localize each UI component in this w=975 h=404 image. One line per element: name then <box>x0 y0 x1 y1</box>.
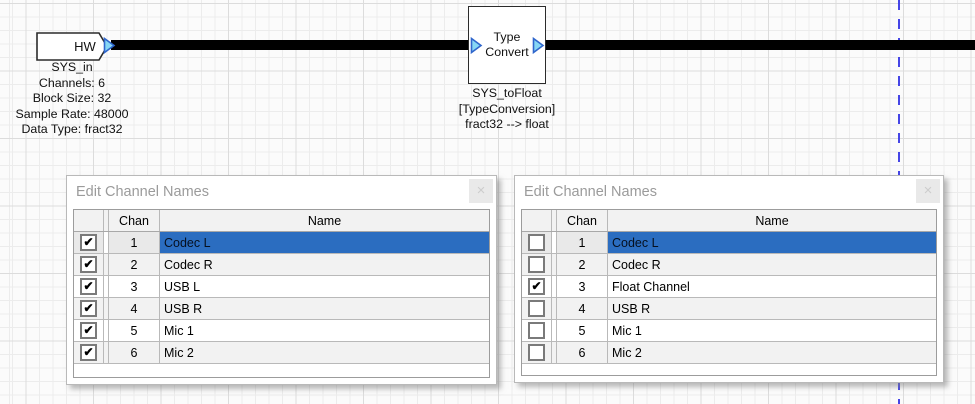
name-column-header: Name <box>755 213 789 228</box>
chan-cell: 5 <box>556 320 608 341</box>
channel-checkbox[interactable]: ✔ <box>80 300 97 317</box>
hw-instance-name: SYS_in <box>51 60 93 74</box>
name-cell[interactable]: Codec R <box>608 254 936 275</box>
name-cell[interactable]: Mic 1 <box>164 323 194 338</box>
hw-block-size: Block Size: 32 <box>32 91 112 106</box>
checkbox-column-header <box>74 210 104 231</box>
name-cell[interactable]: Mic 2 <box>608 342 936 363</box>
edit-channel-names-dialog-right: Edit Channel Names × Chan Name 1 Codec L… <box>514 175 944 383</box>
channel-checkbox[interactable]: ✔ <box>80 278 97 295</box>
chan-cell: 4 <box>108 298 160 319</box>
check-icon: ✔ <box>83 301 94 315</box>
check-icon: ✔ <box>83 257 94 271</box>
name-cell[interactable]: Codec L <box>608 232 936 253</box>
table-row[interactable]: ✔ 6 Mic 2 <box>74 342 489 364</box>
check-icon: ✔ <box>531 279 542 293</box>
channel-checkbox[interactable] <box>528 344 545 361</box>
channel-table: Chan Name ✔ 1 Codec L ✔ 2 Codec R ✔ 3 US… <box>73 209 490 378</box>
name-cell[interactable]: USB R <box>608 298 936 319</box>
name-column-header: Name <box>307 213 342 228</box>
tc-instance-name: SYS_toFloat <box>472 86 542 100</box>
close-icon[interactable]: × <box>469 179 493 203</box>
channel-checkbox[interactable]: ✔ <box>80 234 97 251</box>
name-cell[interactable]: USB L <box>164 279 201 294</box>
dialog-titlebar[interactable]: Edit Channel Names × <box>515 176 943 209</box>
chan-cell: 5 <box>108 320 160 341</box>
table-row[interactable]: 1 Codec L <box>522 232 936 254</box>
hw-channels: Channels: 6 <box>38 75 106 90</box>
hw-data-type: Data Type: fract32 <box>21 122 123 137</box>
chan-cell: 3 <box>108 276 160 297</box>
channel-checkbox[interactable]: ✔ <box>80 344 97 361</box>
hw-block-shape <box>36 32 108 61</box>
check-icon: ✔ <box>83 345 94 359</box>
dialog-titlebar[interactable]: Edit Channel Names × <box>67 176 496 209</box>
edit-channel-names-dialog-left: Edit Channel Names × Chan Name ✔ 1 Codec… <box>66 175 497 385</box>
tc-conversion: fract32 --> float <box>465 117 549 132</box>
table-header-row: Chan Name <box>522 210 936 232</box>
chan-cell: 2 <box>556 254 608 275</box>
hw-block-properties: SYS_in Channels: 6 Block Size: 32 Sample… <box>0 60 152 138</box>
chan-cell: 2 <box>108 254 160 275</box>
chan-column-header: Chan <box>108 210 160 231</box>
channel-checkbox[interactable] <box>528 322 545 339</box>
chan-cell: 3 <box>556 276 608 297</box>
channel-checkbox[interactable] <box>528 300 545 317</box>
type-convert-output-pin-icon[interactable] <box>532 37 545 54</box>
channel-table: Chan Name 1 Codec L 2 Codec R ✔ 3 Float … <box>521 209 937 376</box>
table-row[interactable]: 4 USB R <box>522 298 936 320</box>
channel-checkbox[interactable] <box>528 256 545 273</box>
chan-cell: 1 <box>556 232 608 253</box>
table-row[interactable]: ✔ 1 Codec L <box>74 232 489 254</box>
tc-module-class: [TypeConversion] <box>458 101 556 116</box>
hw-block-label: HW <box>74 39 96 54</box>
channel-checkbox[interactable]: ✔ <box>80 256 97 273</box>
chan-cell: 4 <box>556 298 608 319</box>
channel-checkbox[interactable] <box>528 234 545 251</box>
chan-cell: 1 <box>108 232 160 253</box>
table-row[interactable]: ✔ 5 Mic 1 <box>74 320 489 342</box>
table-row[interactable]: ✔ 3 Float Channel <box>522 276 936 298</box>
name-cell[interactable]: Mic 2 <box>160 342 489 363</box>
dialog-title: Edit Channel Names <box>524 184 657 200</box>
checkbox-column-header <box>522 210 552 231</box>
check-icon: ✔ <box>83 279 94 293</box>
table-row[interactable]: ✔ 4 USB R <box>74 298 489 320</box>
dialog-title: Edit Channel Names <box>76 184 209 200</box>
type-convert-input-pin-icon[interactable] <box>470 37 483 54</box>
channel-checkbox[interactable]: ✔ <box>528 278 545 295</box>
type-convert-properties: SYS_toFloat [TypeConversion] fract32 -->… <box>427 86 587 133</box>
close-icon[interactable]: × <box>916 179 940 203</box>
check-icon: ✔ <box>83 323 94 337</box>
check-icon: ✔ <box>83 235 94 249</box>
channel-checkbox[interactable]: ✔ <box>80 322 97 339</box>
table-row[interactable]: 5 Mic 1 <box>522 320 936 342</box>
table-row[interactable]: ✔ 2 Codec R <box>74 254 489 276</box>
name-cell[interactable]: Codec R <box>160 254 489 275</box>
name-cell[interactable]: USB R <box>160 298 489 319</box>
hw-input-block[interactable]: HW <box>36 32 110 67</box>
name-cell[interactable]: Float Channel <box>612 279 690 294</box>
hw-sample-rate: Sample Rate: 48000 <box>15 106 129 121</box>
chan-cell: 6 <box>556 342 608 363</box>
name-cell[interactable]: Codec L <box>160 232 489 253</box>
chan-column-header: Chan <box>556 210 608 231</box>
table-row[interactable]: 6 Mic 2 <box>522 342 936 364</box>
table-row[interactable]: 2 Codec R <box>522 254 936 276</box>
chan-cell: 6 <box>108 342 160 363</box>
hw-output-pin-icon[interactable] <box>103 37 116 54</box>
table-header-row: Chan Name <box>74 210 489 232</box>
name-cell[interactable]: Mic 1 <box>612 323 642 338</box>
table-row[interactable]: ✔ 3 USB L <box>74 276 489 298</box>
type-convert-block-label: Type Convert <box>485 30 529 59</box>
